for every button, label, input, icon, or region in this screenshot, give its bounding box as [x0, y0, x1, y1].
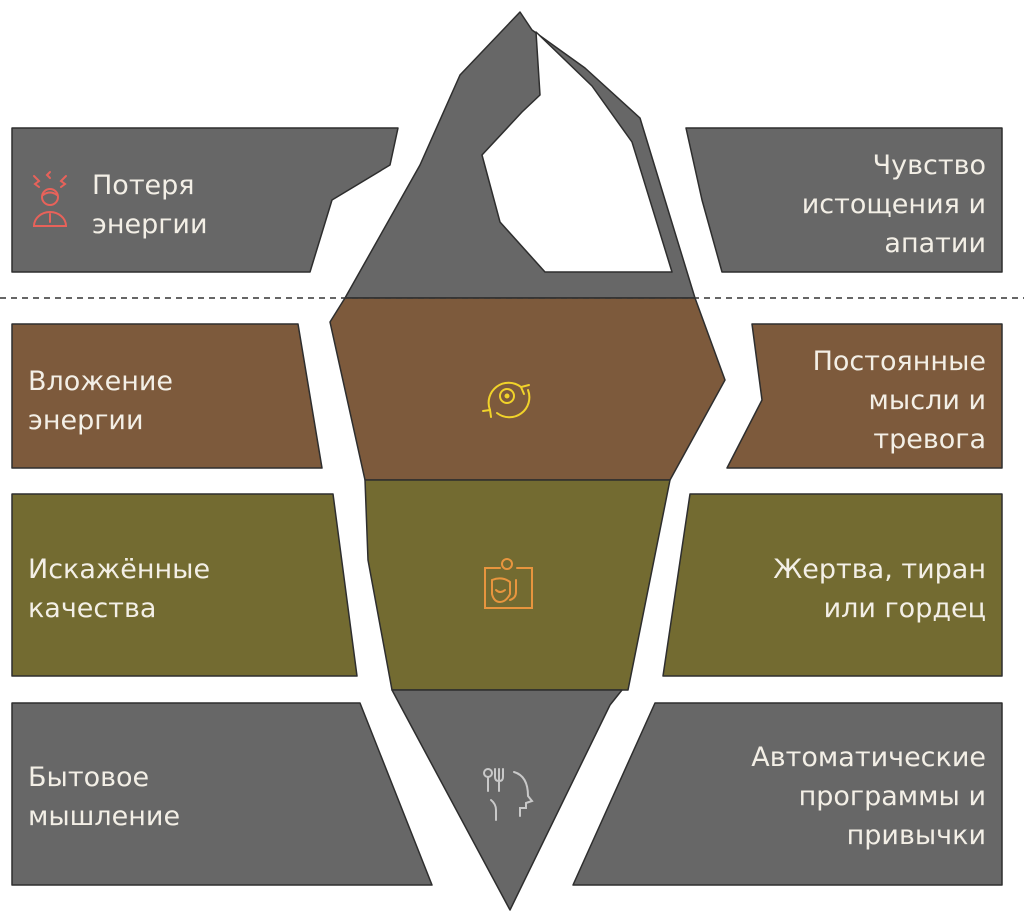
level-4-right-label: Автоматические программы и привычки [751, 742, 986, 851]
iceberg-band-olive [364, 479, 671, 691]
mask-badge-icon [484, 558, 533, 609]
cycle-gear-icon [482, 381, 531, 419]
level-2-right-label: Постоянные мысли и тревога [812, 346, 986, 455]
head-utensils-icon [483, 768, 534, 821]
level-1-right-label: Чувство истощения и апатии [801, 150, 986, 259]
left-panel-1 [11, 127, 399, 273]
iceberg-bottom [391, 689, 623, 911]
iceberg-band-brown [329, 297, 726, 481]
iceberg-snow [481, 31, 673, 273]
right-panel-3 [662, 493, 1003, 677]
right-panel-1 [685, 127, 1003, 273]
stressed-person-icon [32, 171, 68, 227]
left-panel-2 [11, 323, 323, 469]
level-3-left-label: Искажённые качества [28, 554, 211, 624]
right-panel-2 [726, 323, 1003, 469]
level-2-left-label: Вложение энергии [28, 366, 174, 436]
right-panel-4 [572, 702, 1003, 886]
left-panel-3 [11, 493, 358, 677]
level-4-left-label: Бытовое мышление [28, 762, 181, 832]
level-1-left-label: Потеря энергии [92, 170, 208, 240]
level-3-right-label: Жертва, тиран или гордец [773, 554, 986, 624]
left-panel-4 [11, 702, 433, 886]
